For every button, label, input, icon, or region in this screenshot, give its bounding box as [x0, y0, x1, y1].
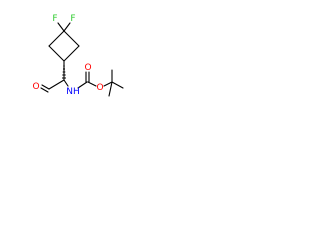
bond-n-to-carbonyl: [77, 81, 88, 89]
bond-tbutyl-down: [108, 81, 113, 97]
bond-o-to-tbutyl: [103, 81, 113, 87]
bond-carbonyl-to-o: [87, 81, 97, 87]
bond-c-f-left: [57, 22, 65, 32]
bond-ring-left-top: [48, 30, 65, 47]
atom-label-carbonyl-o: O: [84, 63, 91, 73]
bond-ring-right-bottom: [63, 45, 80, 62]
atom-label-nh: NH: [66, 87, 80, 97]
atom-label-f-left: F: [52, 14, 57, 24]
bond-c-o-double-2: [40, 87, 49, 93]
bond-c-o-double-1: [41, 84, 50, 90]
atom-label-f-right: F: [70, 14, 75, 24]
bond-stereocenter-to-n: [63, 79, 69, 87]
bond-tbutyl-right: [111, 81, 124, 89]
bond-c-f-right: [63, 22, 71, 32]
atom-label-aldehyde-o: O: [32, 82, 39, 92]
bond-stereocenter-to-cho: [48, 79, 65, 90]
bond-ring-bottom-left: [48, 45, 65, 62]
bond-ring-top-right: [63, 30, 80, 47]
hashed-wedge-bond: [62, 62, 66, 79]
atom-label-ester-o: O: [96, 83, 103, 93]
structure-diagram: F F O NH O O: [32, 14, 124, 97]
